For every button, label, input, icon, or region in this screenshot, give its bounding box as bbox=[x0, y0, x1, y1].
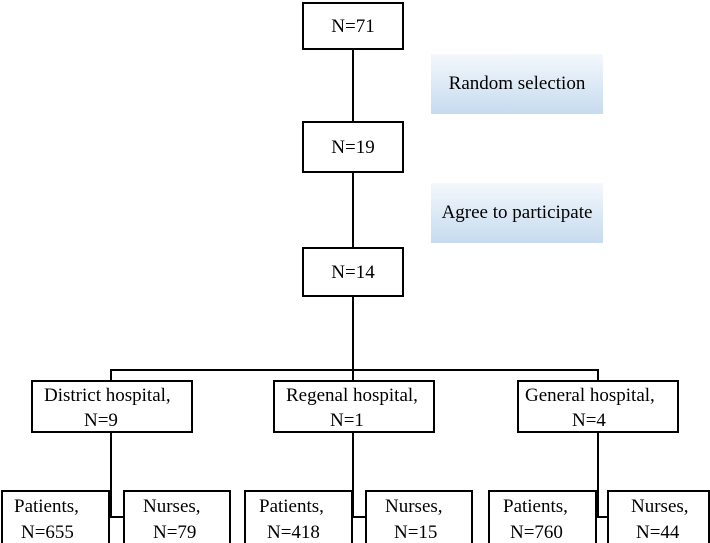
connector-stage2-stage3 bbox=[352, 173, 354, 247]
connector-stage3-branch bbox=[352, 297, 354, 371]
stage2-count: N=19 bbox=[331, 136, 375, 158]
general-nurses-count: N=44 bbox=[636, 522, 680, 543]
regenal-nurses-count: N=15 bbox=[394, 522, 438, 543]
connector-branch-regenal bbox=[352, 369, 354, 380]
agree-participate-label: Agree to participate bbox=[441, 202, 593, 223]
stage3-box: N=14 bbox=[302, 247, 404, 297]
regenal-nurses-box: Nurses, N=15 bbox=[365, 490, 473, 543]
district-patients-box: Patients, N=655 bbox=[1, 490, 110, 543]
connector-branch-district bbox=[110, 369, 112, 380]
general-hospital-count: N=4 bbox=[572, 410, 606, 431]
regenal-patients-count: N=418 bbox=[267, 522, 320, 543]
stage1-count: N=71 bbox=[331, 15, 375, 37]
regenal-hospital-count: N=1 bbox=[330, 410, 364, 431]
stage2-box: N=19 bbox=[302, 121, 404, 173]
regenal-hospital-title: Regenal hospital, bbox=[286, 385, 418, 406]
general-nurses-label: Nurses, bbox=[631, 496, 689, 517]
district-nurses-label: Nurses, bbox=[143, 496, 201, 517]
connector-general-groups bbox=[597, 433, 599, 518]
random-selection-label: Random selection bbox=[448, 73, 586, 94]
general-hospital-box: General hospital, N=4 bbox=[517, 380, 679, 433]
district-nurses-count: N=79 bbox=[153, 522, 197, 543]
connector-regenal-groups-h bbox=[352, 516, 367, 518]
connector-general-groups-h bbox=[597, 516, 609, 518]
general-patients-label: Patients, bbox=[503, 496, 568, 517]
district-hospital-count: N=9 bbox=[84, 410, 118, 431]
regenal-nurses-label: Nurses, bbox=[385, 496, 443, 517]
general-hospital-title: General hospital, bbox=[525, 385, 655, 406]
district-hospital-title: District hospital, bbox=[44, 385, 171, 406]
general-patients-box: Patients, N=760 bbox=[488, 490, 597, 543]
connector-branch-general bbox=[597, 369, 599, 380]
regenal-hospital-box: Regenal hospital, N=1 bbox=[273, 380, 435, 433]
stage3-count: N=14 bbox=[331, 261, 375, 283]
general-patients-count: N=760 bbox=[510, 522, 563, 543]
stage1-box: N=71 bbox=[302, 2, 404, 50]
random-selection-note: Random selection bbox=[431, 54, 603, 114]
district-nurses-box: Nurses, N=79 bbox=[123, 490, 231, 543]
connector-stage1-stage2 bbox=[352, 48, 354, 121]
agree-participate-note: Agree to participate bbox=[431, 183, 603, 243]
district-patients-label: Patients, bbox=[14, 496, 79, 517]
district-hospital-box: District hospital, N=9 bbox=[31, 380, 193, 433]
general-nurses-box: Nurses, N=44 bbox=[607, 490, 710, 543]
connector-district-groups-h bbox=[110, 516, 125, 518]
connector-district-groups bbox=[110, 433, 112, 518]
district-patients-count: N=655 bbox=[21, 522, 74, 543]
regenal-patients-box: Patients, N=418 bbox=[244, 490, 353, 543]
connector-regenal-groups bbox=[352, 433, 354, 518]
branch-horizontal-bar bbox=[110, 369, 599, 371]
regenal-patients-label: Patients, bbox=[259, 496, 324, 517]
